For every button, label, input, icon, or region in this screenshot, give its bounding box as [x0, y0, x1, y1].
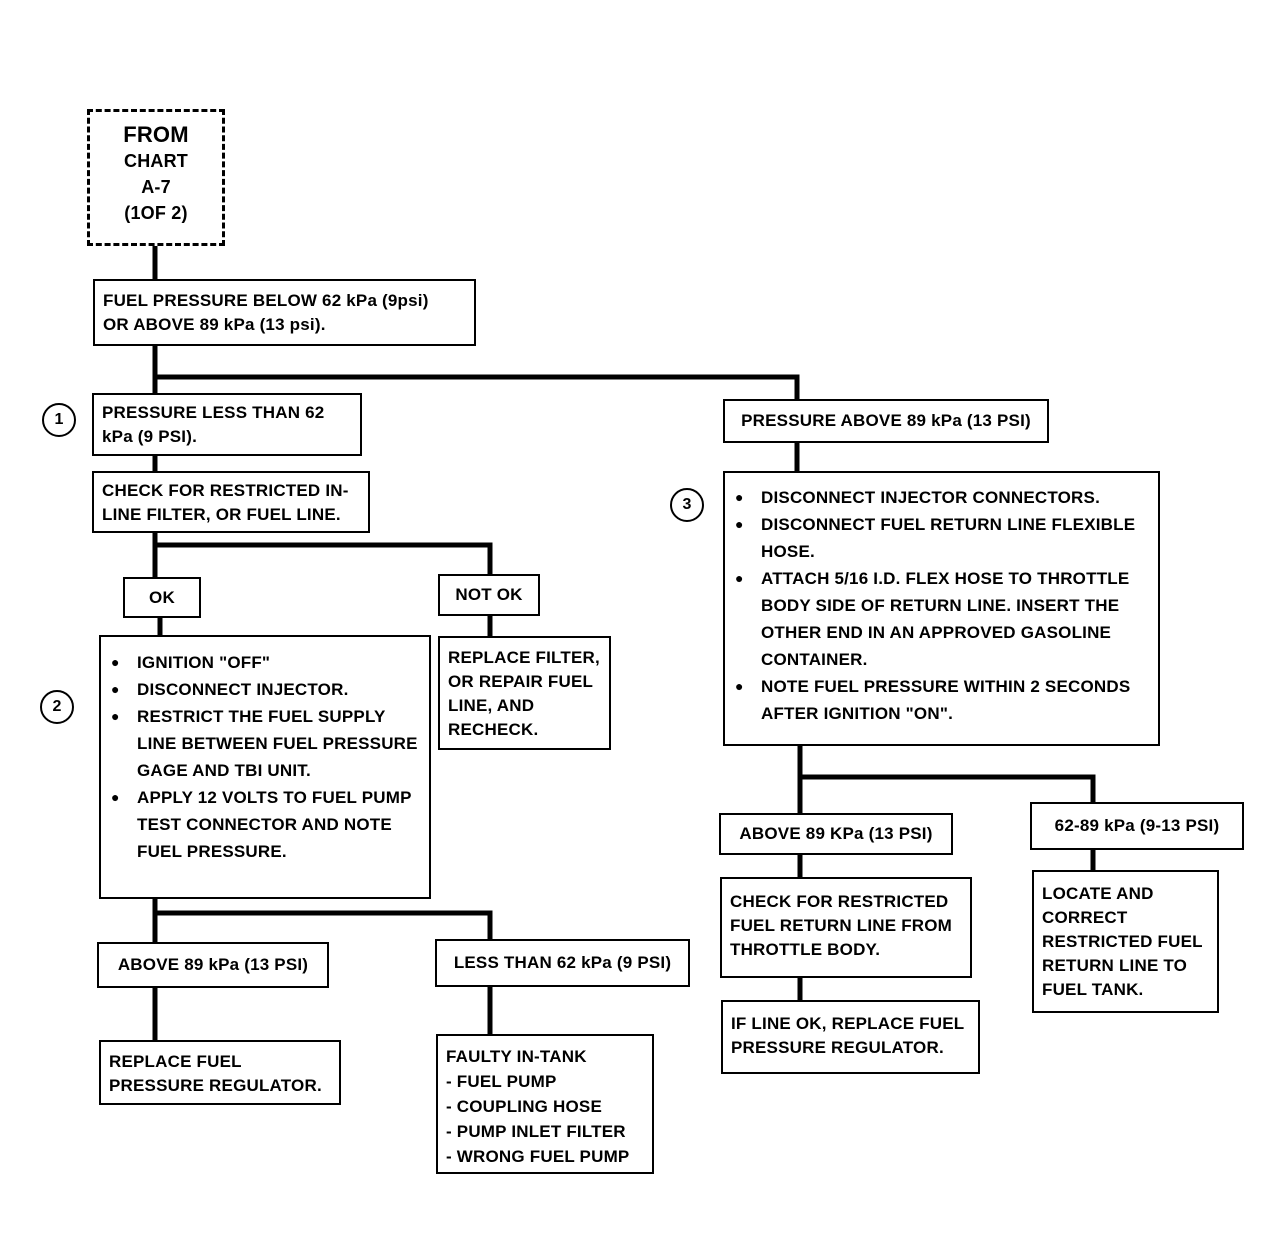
ignition-test-box: IGNITION "OFF" DISCONNECT INJECTOR. REST… [99, 635, 431, 899]
connector-ok-notok [152, 542, 493, 578]
replace-regulator-line2: PRESSURE REGULATOR. [109, 1076, 322, 1095]
not-ok-action-line3: LINE, AND [448, 696, 535, 715]
return-line-test-box: DISCONNECT INJECTOR CONNECTORS. DISCONNE… [723, 471, 1160, 746]
step-2-marker: 2 [40, 690, 74, 724]
chart-label: CHART [124, 151, 188, 171]
locate-line1: LOCATE AND [1042, 884, 1154, 903]
test-step: DISCONNECT INJECTOR. [107, 676, 423, 703]
above-89-box-left: ABOVE 89 kPa (13 PSI) [97, 942, 329, 988]
check-filter-box: CHECK FOR RESTRICTED IN- LINE FILTER, OR… [92, 471, 370, 533]
pressure-low-line1: PRESSURE LESS THAN 62 [102, 403, 325, 422]
faulty-title: FAULTY IN-TANK [446, 1047, 587, 1066]
not-ok-action-box: REPLACE FILTER, OR REPAIR FUEL LINE, AND… [438, 636, 611, 750]
check-filter-line1: CHECK FOR RESTRICTED IN- [102, 481, 349, 500]
range-62-89-box: 62-89 kPa (9-13 PSI) [1030, 802, 1244, 850]
faulty-item: - WRONG FUEL PUMP [446, 1147, 630, 1166]
locate-line4: RETURN LINE TO [1042, 956, 1188, 975]
not-ok-action-line2: OR REPAIR FUEL [448, 672, 594, 691]
test-step: DISCONNECT INJECTOR CONNECTORS. [731, 484, 1152, 511]
test-step: ATTACH 5/16 I.D. FLEX HOSE TO THROTTLE B… [731, 565, 1152, 673]
condition-line2: OR ABOVE 89 kPa (13 psi). [103, 315, 326, 334]
chart-page: (1OF 2) [124, 203, 188, 223]
chart-number: A-7 [141, 177, 171, 197]
above-89-box-right: ABOVE 89 KPa (13 PSI) [719, 813, 953, 855]
replace-regulator-box-right: IF LINE OK, REPLACE FUEL PRESSURE REGULA… [721, 1000, 980, 1074]
not-ok-action-line4: RECHECK. [448, 720, 539, 739]
pressure-low-box: PRESSURE LESS THAN 62 kPa (9 PSI). [92, 393, 362, 456]
condition-line1: FUEL PRESSURE BELOW 62 kPa (9psi) [103, 291, 429, 310]
test-step: RESTRICT THE FUEL SUPPLY LINE BETWEEN FU… [107, 703, 423, 784]
connector-split-right [152, 374, 800, 403]
connector-steps-less [152, 910, 493, 943]
test-step: NOTE FUEL PRESSURE WITHIN 2 SECONDS AFTE… [731, 673, 1152, 727]
check-return-line-box: CHECK FOR RESTRICTED FUEL RETURN LINE FR… [720, 877, 972, 978]
pressure-low-line2: kPa (9 PSI). [102, 427, 197, 446]
faulty-item: - FUEL PUMP [446, 1072, 557, 1091]
faulty-item: - COUPLING HOSE [446, 1097, 603, 1116]
check-filter-line2: LINE FILTER, OR FUEL LINE. [102, 505, 341, 524]
locate-line5: FUEL TANK. [1042, 980, 1144, 999]
not-ok-action-line1: REPLACE FILTER, [448, 648, 600, 667]
not-ok-box: NOT OK [438, 574, 540, 616]
from-chart-box: FROM CHART A-7 (1OF 2) [87, 109, 225, 246]
ok-box: OK [123, 577, 201, 618]
fuel-pressure-condition-box: FUEL PRESSURE BELOW 62 kPa (9psi) OR ABO… [93, 279, 476, 346]
test-step: APPLY 12 VOLTS TO FUEL PUMP TEST CONNECT… [107, 784, 423, 865]
from-label: FROM [123, 122, 189, 147]
less-62-box: LESS THAN 62 kPa (9 PSI) [435, 939, 690, 987]
check-return-line2: FUEL RETURN LINE FROM [730, 916, 953, 935]
pressure-high-box: PRESSURE ABOVE 89 kPa (13 PSI) [723, 399, 1049, 443]
test-step: IGNITION "OFF" [107, 649, 423, 676]
test-step: DISCONNECT FUEL RETURN LINE FLEXIBLE HOS… [731, 511, 1152, 565]
step-3-marker: 3 [670, 488, 704, 522]
check-return-line1: CHECK FOR RESTRICTED [730, 892, 949, 911]
locate-line2: CORRECT [1042, 908, 1128, 927]
locate-restricted-box: LOCATE AND CORRECT RESTRICTED FUEL RETUR… [1032, 870, 1219, 1013]
check-return-line3: THROTTLE BODY. [730, 940, 881, 959]
replace-regulator-box-left: REPLACE FUEL PRESSURE REGULATOR. [99, 1040, 341, 1105]
replace-regulator-r-line1: IF LINE OK, REPLACE FUEL [731, 1014, 965, 1033]
connector-split-range [797, 774, 1096, 806]
step-1-marker: 1 [42, 403, 76, 437]
locate-line3: RESTRICTED FUEL [1042, 932, 1203, 951]
replace-regulator-r-line2: PRESSURE REGULATOR. [731, 1038, 944, 1057]
faulty-item: - PUMP INLET FILTER [446, 1122, 626, 1141]
faulty-in-tank-box: FAULTY IN-TANK - FUEL PUMP - COUPLING HO… [436, 1034, 654, 1174]
replace-regulator-line1: REPLACE FUEL [109, 1052, 242, 1071]
